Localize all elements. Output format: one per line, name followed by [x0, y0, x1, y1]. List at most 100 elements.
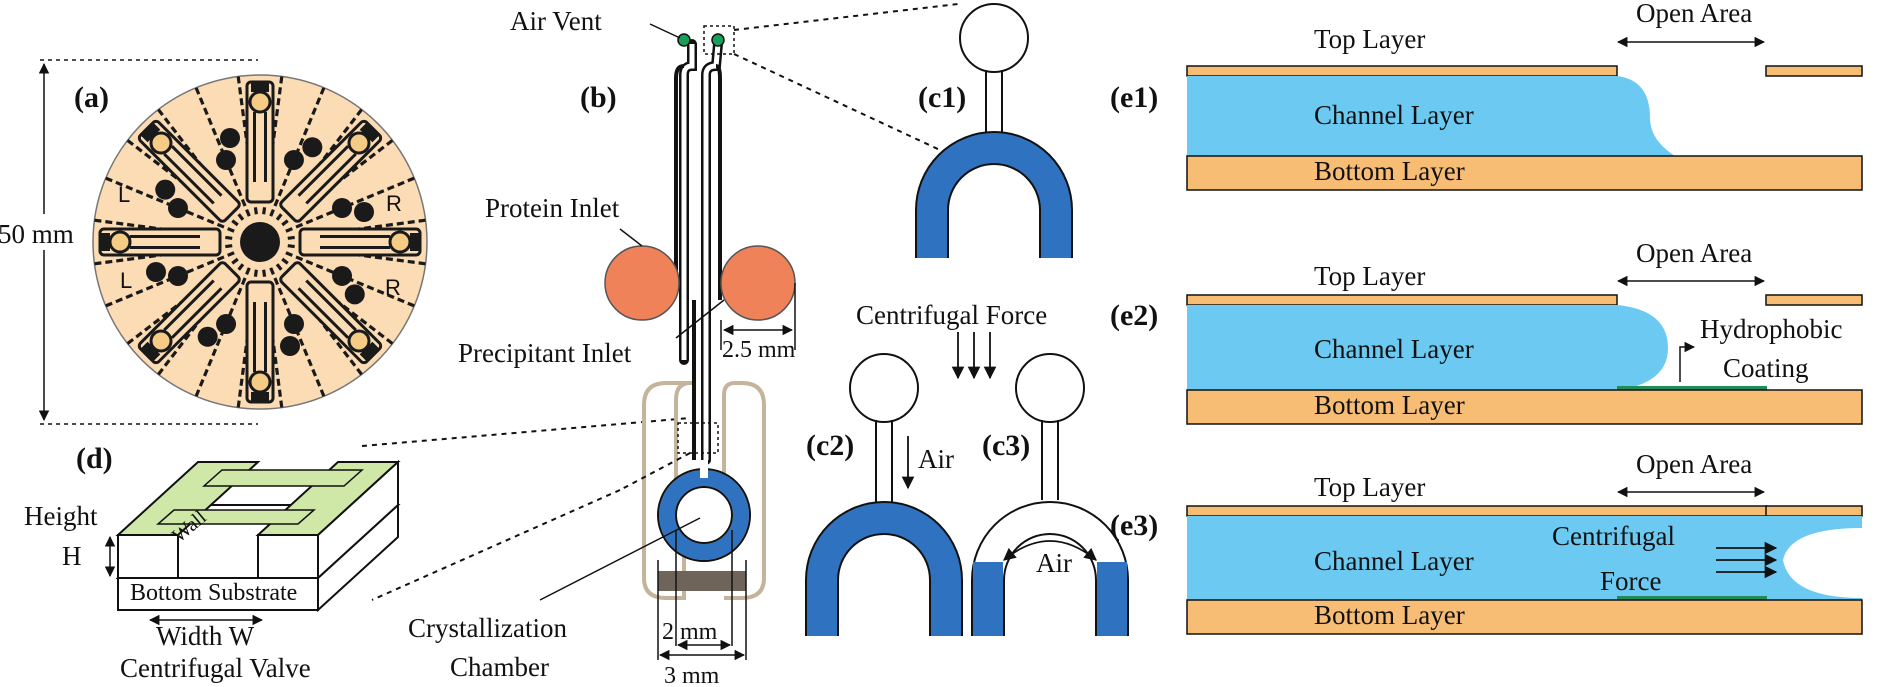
chamber-block: [658, 571, 746, 591]
valve-caption: Centrifugal Valve: [120, 653, 311, 683]
protein-inlet-leader: [619, 228, 643, 247]
protein-channel-inner: [681, 44, 695, 360]
e3-top-layer-left: [1186, 505, 1768, 517]
air-vent-leader: [649, 23, 681, 39]
protein-inlet-label: Protein Inlet: [485, 193, 620, 223]
disk-units: [98, 80, 422, 404]
e2-coating-arrow: [1679, 341, 1696, 382]
unit-inlet-dot: [344, 284, 365, 305]
disk-unit: [279, 261, 383, 365]
unit-inlet-dot: [280, 336, 300, 356]
zoom-line-valve: [619, 452, 691, 491]
disk-unit: [137, 119, 241, 223]
valve-c3-neck: [1041, 420, 1059, 500]
width-label: Width W: [156, 621, 255, 651]
valve-c3-air-pocket: [973, 503, 1127, 581]
panel-e-layers: (e1) Top Layer Open Area Channel Layer B…: [1110, 0, 1863, 635]
hydrophobic-label-1: Hydrophobic: [1700, 314, 1842, 344]
panel-b-unit: (b) Air Vent Protein Inlet Precipitant I…: [371, 3, 959, 687]
disk-unit: [98, 227, 222, 286]
e2-channel-liquid: [1187, 305, 1668, 390]
panel-c-valves: (c1) (c2) (c3) Centrifugal Force Air: [805, 3, 1129, 636]
panel-c1-label: (c1): [918, 81, 966, 114]
e1-open-area-label: Open Area: [1636, 0, 1752, 28]
panel-d-label: (d): [76, 442, 113, 475]
unit-block: [359, 341, 379, 361]
panel-e3-label: (e3): [1110, 509, 1158, 542]
e3-hydrophobic-coating: [1617, 596, 1767, 601]
unit-channel-b: [320, 246, 390, 249]
unit-chamber: [248, 90, 272, 114]
unit-channel-a: [297, 145, 350, 197]
vent-zoom-box: [703, 25, 735, 55]
panel-a-label: (a): [74, 81, 109, 114]
unit-outline-left: [642, 381, 691, 600]
precipitant-inlet-leader: [675, 299, 725, 339]
bottom-substrate-label: Bottom Substrate: [130, 580, 297, 606]
unit-channel-a: [130, 246, 200, 249]
panel-e2-label: (e2): [1110, 299, 1158, 332]
disk-unit: [245, 280, 304, 404]
precipitant-channel-inner: [703, 43, 721, 460]
e2-bottom-layer: [1186, 389, 1863, 425]
e1-top-layer-left: [1186, 65, 1618, 77]
e1-channel-liquid: [1187, 76, 1675, 156]
unit-inlet-dot: [302, 137, 323, 158]
disk-radial-pattern: [93, 75, 427, 409]
unit-channel-b: [170, 145, 223, 197]
unit-block: [410, 233, 419, 251]
wall-right-front: [257, 534, 319, 579]
e2-top-layer-right: [1765, 294, 1863, 306]
valve-c3: Air: [971, 353, 1129, 636]
valve-c2: Air: [805, 353, 963, 636]
e3-open-area-label: Open Area: [1636, 449, 1752, 479]
chamber-label-1: Crystallization: [408, 613, 567, 643]
e2-channel-label: Channel Layer: [1314, 334, 1474, 364]
disk-unit: [279, 119, 383, 223]
chamber-inlet-gap: [700, 460, 708, 478]
disk-center-hole: [240, 222, 280, 262]
radial-channel: [285, 251, 423, 311]
unit-block: [141, 341, 161, 361]
unit-block: [251, 392, 269, 401]
disk-mark-left-1: L: [118, 182, 130, 207]
disk-mark-right-2: R: [385, 275, 401, 300]
valve-zoom-box: [677, 422, 719, 454]
precipitant-inlet-label: Precipitant Inlet: [458, 338, 632, 368]
valve-c2-liquid: [807, 503, 961, 636]
unit-channel-a: [253, 112, 256, 182]
radial-channel: [97, 251, 235, 311]
unit-outline-right: [724, 381, 766, 600]
e3-top-layer-right: [1765, 505, 1863, 517]
e2-open-area-label: Open Area: [1636, 238, 1752, 268]
wall-right-side: [317, 459, 399, 581]
dim-inner-label: 2 mm: [662, 619, 718, 645]
precipitant-channel-wall: [715, 64, 722, 300]
e3-centrifugal-label-2: Force: [1600, 566, 1661, 596]
valve-c2-air-bulb: [849, 353, 919, 423]
e1-top-layer-label: Top Layer: [1314, 24, 1425, 54]
unit-inlet-dot: [283, 149, 304, 170]
e3-channel-label: Channel Layer: [1314, 546, 1474, 576]
unit-channel-a: [163, 152, 215, 205]
diameter-label: 50 mm: [0, 219, 74, 249]
wall-band-back: [202, 469, 364, 487]
layers-e3: (e3) Top Layer Open Area Channel Layer B…: [1110, 449, 1863, 635]
radial-channel: [191, 267, 251, 405]
panel-e1-label: (e1): [1110, 81, 1158, 114]
unit-block: [251, 83, 269, 92]
e1-top-layer-right: [1765, 65, 1863, 77]
air-vent-left: [677, 33, 691, 47]
protein-inlet: [604, 245, 680, 321]
radial-channel: [285, 173, 423, 233]
unit-inlet-dot: [167, 198, 188, 219]
unit-channel-b: [163, 279, 215, 332]
radial-channel: [269, 79, 329, 217]
e1-channel-label: Channel Layer: [1314, 100, 1474, 130]
unit-inlet-dot: [284, 314, 304, 334]
height-label-2: H: [62, 541, 82, 571]
layers-e1: (e1) Top Layer Open Area Channel Layer B…: [1110, 0, 1863, 191]
valve-c1-liquid: [917, 133, 1071, 258]
unit-channel-b: [264, 112, 267, 182]
